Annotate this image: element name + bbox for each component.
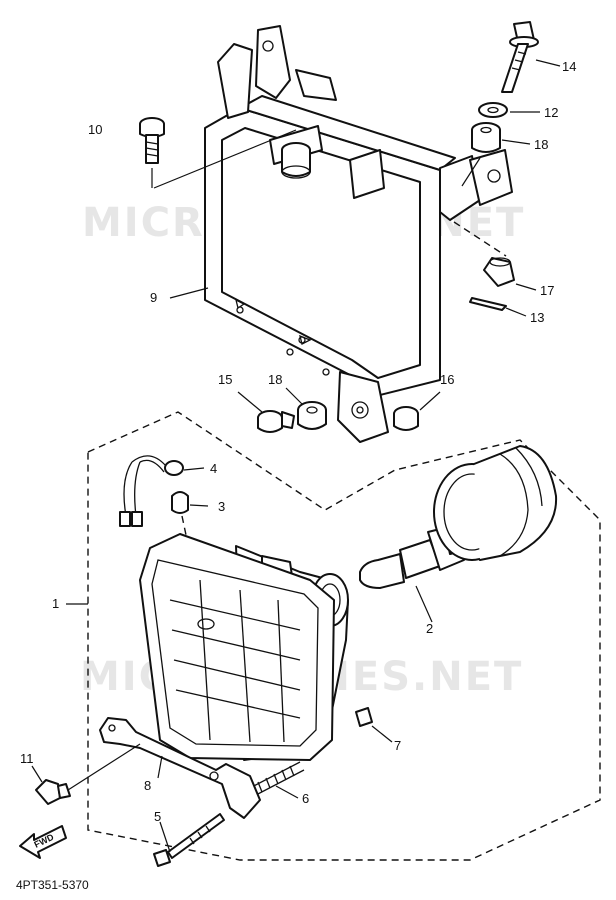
callout-10: 10 <box>88 122 102 137</box>
callout-16: 16 <box>440 372 454 387</box>
callout-7: 7 <box>394 738 401 753</box>
callout-4: 4 <box>210 461 217 476</box>
bracket-8 <box>99 717 261 819</box>
callout-3: 3 <box>218 499 225 514</box>
nut-16 <box>393 391 441 431</box>
callout-13: 13 <box>530 310 544 325</box>
spring-6 <box>249 761 305 799</box>
callout-8: 8 <box>144 778 151 793</box>
callout-2: 2 <box>426 621 433 636</box>
dust-cover <box>433 445 558 561</box>
socket-cord-4 <box>119 455 205 527</box>
washer-13 <box>469 297 527 317</box>
leader-11-to-bracket <box>67 743 141 791</box>
bolt-5 <box>153 813 225 867</box>
callout-18-upper: 18 <box>534 137 548 152</box>
callout-5: 5 <box>154 809 161 824</box>
damper-18-lower <box>285 387 327 430</box>
bolt-10 <box>139 117 297 189</box>
callout-14: 14 <box>562 59 576 74</box>
leader-9 <box>169 287 209 299</box>
callout-11: 11 <box>20 751 34 766</box>
bulb-3 <box>171 491 209 514</box>
bolt-11 <box>31 765 71 805</box>
bolt-15 <box>237 391 295 433</box>
diagram-code: 4PT351-5370 <box>16 878 89 892</box>
assembly-outline <box>87 411 601 861</box>
callout-1: 1 <box>52 596 59 611</box>
headlight-unit <box>139 533 349 761</box>
headlight-bracket <box>204 25 513 443</box>
callout-15: 15 <box>218 372 232 387</box>
fwd-arrow-icon: FWD <box>19 825 67 859</box>
callout-12: 12 <box>544 105 558 120</box>
collar-17 <box>483 257 537 291</box>
bolt-14 <box>501 21 561 93</box>
callout-9: 9 <box>150 290 157 305</box>
damper-18-upper <box>471 122 531 153</box>
leader-18-upper-to-bracket <box>461 157 481 187</box>
leader-17-dash <box>453 221 507 257</box>
callout-6: 6 <box>302 791 309 806</box>
callout-18-lower: 18 <box>268 372 282 387</box>
callout-17: 17 <box>540 283 554 298</box>
nut-7 <box>355 707 393 743</box>
washer-12 <box>478 102 540 118</box>
